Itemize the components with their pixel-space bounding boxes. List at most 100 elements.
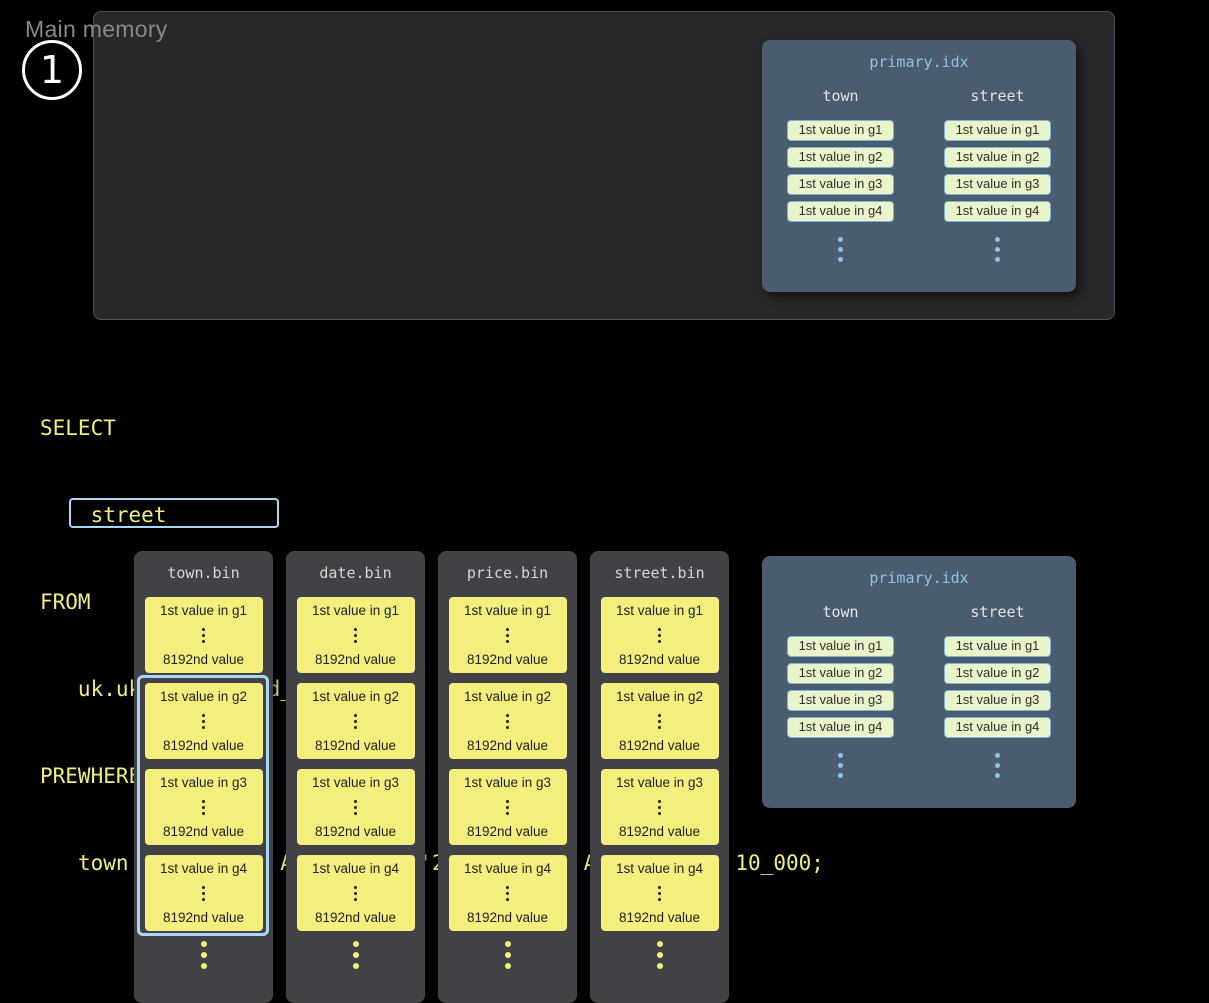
granule-block: 1st value in g4 8192nd value [296, 855, 415, 931]
granule-last-value: 8192nd value [618, 910, 701, 925]
granule-last-value: 8192nd value [162, 910, 245, 925]
primary-index-card: primary.idx town 1st value in g1 1st val… [762, 40, 1076, 292]
prewhere-highlight-box [69, 498, 279, 528]
primary-index-card-bottom: primary.idx town 1st value in g1 1st val… [762, 556, 1076, 808]
sql-indent [40, 851, 78, 875]
index-column-street: street 1st value in g1 1st value in g2 1… [919, 87, 1076, 262]
index-entry-chip: 1st value in g4 [944, 717, 1051, 738]
bin-column-price: price.bin 1st value in g1 8192nd value 1… [438, 551, 577, 1003]
granule-block: 1st value in g3 8192nd value [296, 769, 415, 845]
granule-first-value: 1st value in g1 [311, 603, 400, 618]
granule-block: 1st value in g1 8192nd value [600, 597, 719, 673]
bin-column-street: street.bin 1st value in g1 8192nd value … [590, 551, 729, 1003]
ellipsis-icon [995, 237, 1000, 262]
index-column-street: street 1st value in g1 1st value in g2 1… [919, 603, 1076, 778]
selected-granules-highlight-box [137, 675, 269, 936]
column-ellipsis-icon [134, 941, 273, 969]
granule-ellipsis-icon [202, 713, 205, 729]
column-ellipsis-icon [590, 941, 729, 969]
granule-first-value: 1st value in g4 [463, 861, 552, 876]
index-column-header: street [970, 603, 1025, 621]
granule-ellipsis-icon [506, 885, 509, 901]
column-ellipsis-icon [438, 941, 577, 969]
granule-block: 1st value in g3 8192nd value [448, 769, 567, 845]
granule-ellipsis-icon [658, 713, 661, 729]
index-entry-chip: 1st value in g1 [787, 120, 894, 141]
granule-last-value: 8192nd value [314, 738, 397, 753]
index-entry-chip: 1st value in g3 [944, 174, 1051, 195]
index-entry-chip: 1st value in g4 [944, 201, 1051, 222]
sql-line: street [40, 503, 167, 527]
bin-column-date: date.bin 1st value in g1 8192nd value 1s… [286, 551, 425, 1003]
index-column-town: town 1st value in g1 1st value in g2 1st… [762, 87, 919, 262]
bin-column-town: town.bin 1st value in g1 8192nd value 1s… [134, 551, 273, 1003]
granule-ellipsis-icon [658, 799, 661, 815]
granule-block: 1st value in g4 8192nd value [448, 855, 567, 931]
column-ellipsis-icon [286, 941, 425, 969]
granule-block: 1st value in g4 8192nd value [144, 855, 263, 931]
step-badge-number: 1 [39, 48, 65, 92]
granule-last-value: 8192nd value [466, 824, 549, 839]
granule-ellipsis-icon [354, 885, 357, 901]
granule-first-value: 1st value in g2 [463, 689, 552, 704]
granule-last-value: 8192nd value [162, 738, 245, 753]
index-column-town: town 1st value in g1 1st value in g2 1st… [762, 603, 919, 778]
sql-line: SELECT [40, 416, 116, 440]
granule-block: 1st value in g3 8192nd value [600, 769, 719, 845]
granule-ellipsis-icon [658, 885, 661, 901]
index-column-header: street [970, 87, 1025, 105]
granule-first-value: 1st value in g3 [463, 775, 552, 790]
granule-first-value: 1st value in g2 [159, 689, 248, 704]
granule-last-value: 8192nd value [466, 910, 549, 925]
granule-last-value: 8192nd value [618, 824, 701, 839]
granule-last-value: 8192nd value [162, 824, 245, 839]
primary-index-title: primary.idx [869, 569, 969, 587]
index-entry-chip: 1st value in g2 [787, 147, 894, 168]
step-badge: 1 [22, 40, 82, 100]
granule-first-value: 1st value in g1 [159, 603, 248, 618]
sql-line: PREWHERE [40, 764, 142, 788]
index-entry-chip: 1st value in g3 [787, 690, 894, 711]
ellipsis-icon [838, 237, 843, 262]
granule-block: 1st value in g1 8192nd value [448, 597, 567, 673]
index-entry-chip: 1st value in g2 [944, 147, 1051, 168]
granule-ellipsis-icon [354, 713, 357, 729]
granule-block: 1st value in g1 8192nd value [296, 597, 415, 673]
index-entry-chip: 1st value in g3 [944, 690, 1051, 711]
granule-ellipsis-icon [354, 799, 357, 815]
granule-last-value: 8192nd value [466, 738, 549, 753]
granule-first-value: 1st value in g3 [615, 775, 704, 790]
granule-first-value: 1st value in g4 [159, 861, 248, 876]
bin-column-title: date.bin [319, 564, 392, 582]
granule-last-value: 8192nd value [466, 652, 549, 667]
bin-column-title: price.bin [466, 564, 549, 582]
granule-ellipsis-icon [506, 799, 509, 815]
granule-ellipsis-icon [202, 885, 205, 901]
granule-first-value: 1st value in g2 [615, 689, 704, 704]
index-entry-chip: 1st value in g4 [787, 717, 894, 738]
ellipsis-icon [995, 753, 1000, 778]
granule-first-value: 1st value in g4 [615, 861, 704, 876]
granule-last-value: 8192nd value [618, 738, 701, 753]
main-memory-title: Main memory [25, 16, 168, 42]
index-entry-chip: 1st value in g1 [787, 636, 894, 657]
ellipsis-icon [838, 753, 843, 778]
granule-ellipsis-icon [202, 799, 205, 815]
granule-first-value: 1st value in g2 [311, 689, 400, 704]
granule-first-value: 1st value in g1 [463, 603, 552, 618]
sql-line: FROM [40, 590, 91, 614]
index-column-header: town [822, 603, 859, 621]
granule-last-value: 8192nd value [618, 652, 701, 667]
index-entry-chip: 1st value in g3 [787, 174, 894, 195]
index-entry-chip: 1st value in g2 [944, 663, 1051, 684]
granule-ellipsis-icon [354, 627, 357, 643]
granule-ellipsis-icon [506, 713, 509, 729]
granule-block: 1st value in g2 8192nd value [448, 683, 567, 759]
granule-last-value: 8192nd value [314, 824, 397, 839]
granule-ellipsis-icon [658, 627, 661, 643]
index-entry-chip: 1st value in g4 [787, 201, 894, 222]
bin-column-title: town.bin [167, 564, 240, 582]
index-entry-chip: 1st value in g1 [944, 120, 1051, 141]
granule-block: 1st value in g2 8192nd value [296, 683, 415, 759]
granule-last-value: 8192nd value [314, 910, 397, 925]
